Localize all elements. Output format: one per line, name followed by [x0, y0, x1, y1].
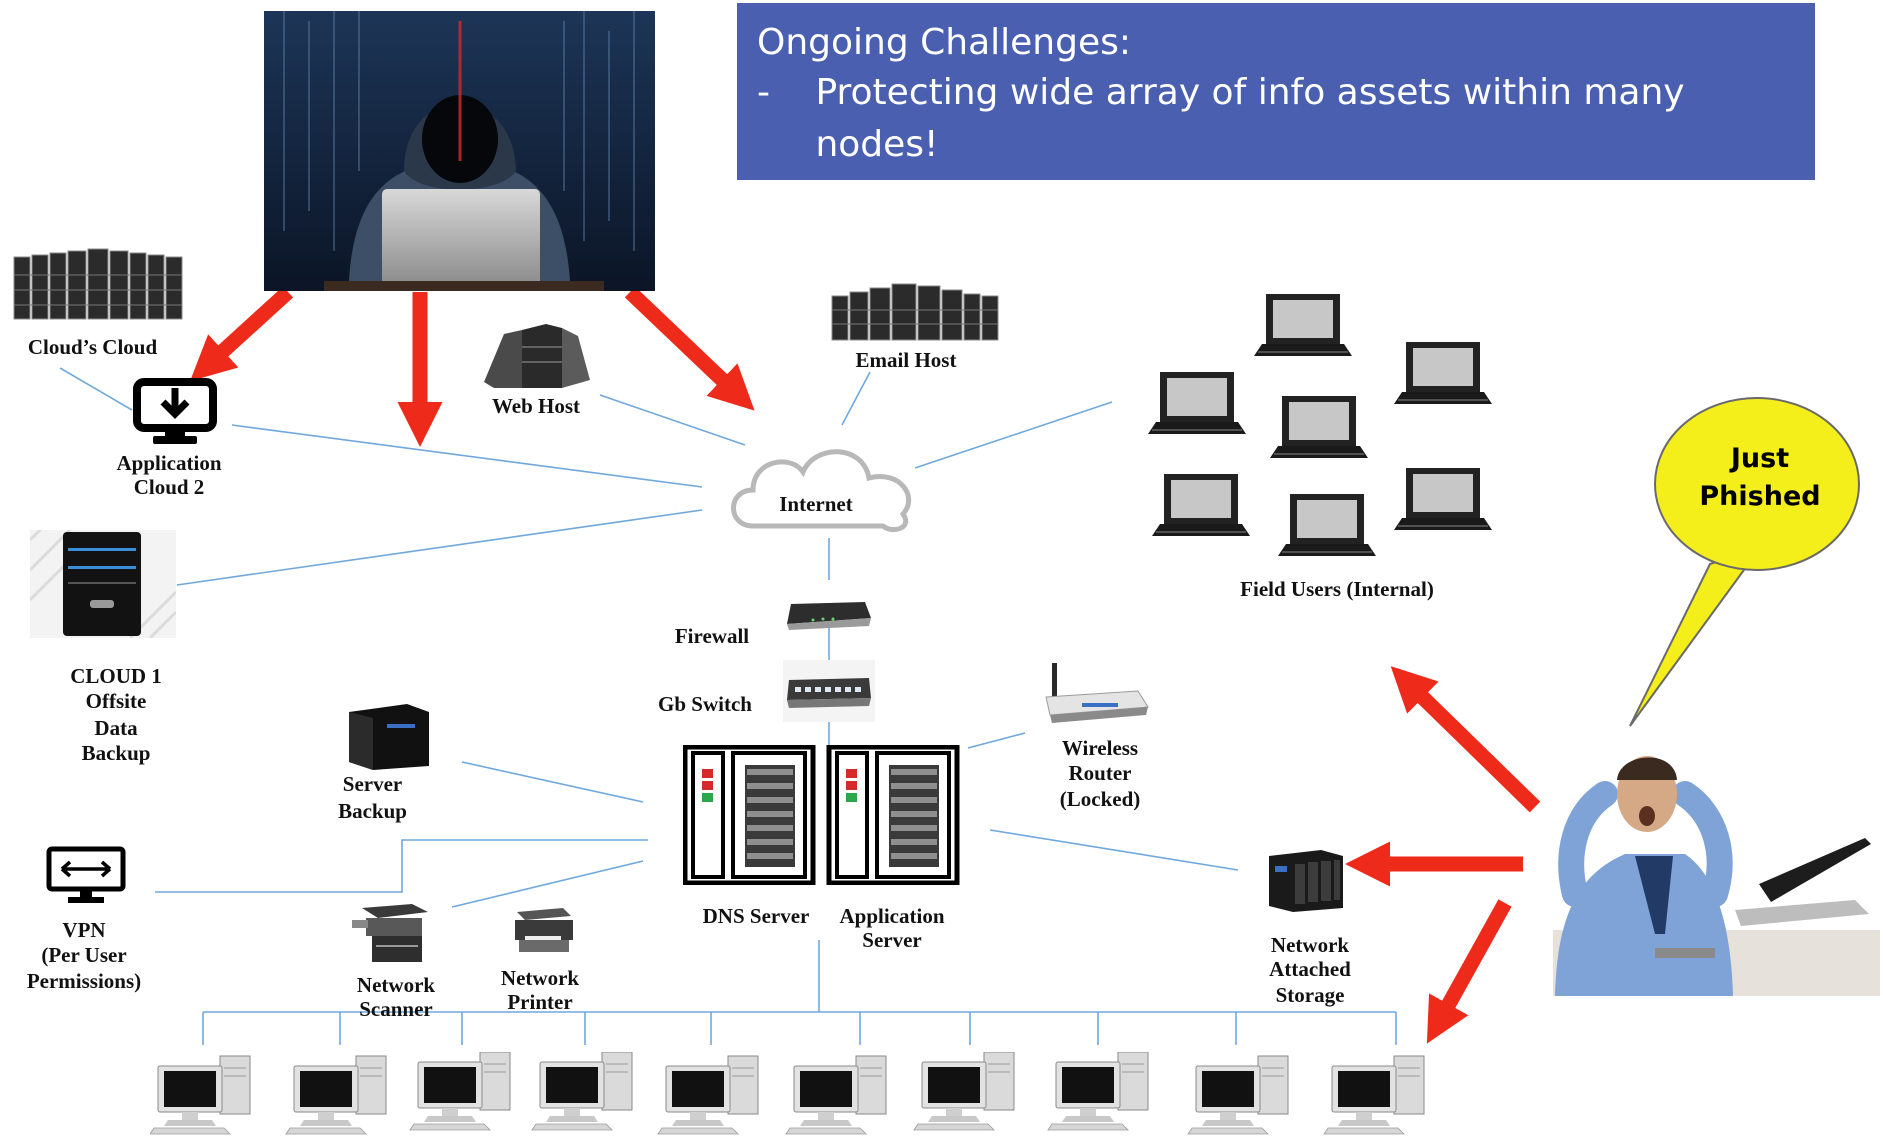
net-printer-label-1: Network: [500, 966, 580, 990]
bubble-line-2: Phished: [1699, 481, 1821, 512]
vpn-icon: [46, 846, 126, 903]
scanner-icon: [352, 904, 428, 962]
nas-label-2: Attached: [1269, 957, 1351, 981]
phished-employee-photo: [1553, 756, 1880, 996]
link-vpn: [155, 839, 648, 893]
attack-arrow-internet: [624, 286, 755, 411]
laptop-icon: [1151, 473, 1251, 537]
server-rack-icon: [13, 248, 183, 320]
nas-label-1: Network: [1270, 933, 1350, 957]
link-clouds-cloud: [59, 367, 133, 411]
desktop-computer-icon: [785, 1055, 887, 1135]
laptop-icon: [1253, 293, 1353, 357]
link-nas: [989, 829, 1239, 871]
internet-label: Internet: [779, 492, 853, 516]
gb-switch-label: Gb Switch: [658, 692, 752, 716]
desktop-computer-icon: [657, 1055, 759, 1135]
workstations-row: [150, 1052, 1425, 1135]
banner-item-text: Protecting wide array of info assets wit…: [815, 72, 1685, 165]
lan-drops: [202, 1012, 1397, 1045]
net-scanner-label-1: Network: [356, 973, 436, 997]
wireless-label-2: Router: [1068, 761, 1132, 785]
vpn-label-1: VPN: [62, 918, 106, 942]
desktop-computer-icon: [1323, 1055, 1425, 1135]
desktop-computer-icon: [913, 1052, 1015, 1131]
laptop-icon: [1393, 467, 1493, 531]
bubble-text: Just Phished: [1680, 440, 1840, 516]
net-scanner-label-2: Scanner: [359, 997, 433, 1021]
desktop-computer-icon: [285, 1055, 387, 1135]
link-scanner: [451, 860, 644, 908]
wireless-label-1: Wireless: [1061, 736, 1139, 760]
email-host-label: Email Host: [855, 348, 957, 372]
app-server-label-1: Application: [839, 904, 945, 928]
link-server-backup: [461, 761, 644, 803]
wireless-label-3: (Locked): [1059, 787, 1141, 811]
link-cloud1: [176, 509, 703, 586]
server-rack-icon: [484, 324, 590, 388]
cloud1-label-1: CLOUD 1: [70, 664, 162, 688]
nas-label-3: Storage: [1275, 983, 1345, 1007]
link-router: [967, 732, 1026, 749]
app-cloud2-label-2: Cloud 2: [133, 475, 205, 499]
field-users-laptops: [1147, 293, 1493, 557]
server-rack-icon: [831, 283, 999, 341]
desktop-computer-icon: [150, 1055, 251, 1135]
link-app-cloud2: [231, 424, 703, 488]
desktop-computer-icon: [1187, 1055, 1289, 1135]
printer-icon: [515, 908, 573, 952]
link-web-host: [599, 394, 746, 446]
server-backup-label-1: Server: [342, 772, 403, 796]
clouds-cloud-label: Cloud’s Cloud: [27, 335, 158, 359]
laptop-icon: [1393, 341, 1493, 405]
app-server-icon: [829, 747, 957, 883]
bullet: -: [757, 176, 770, 217]
app-server-label-2: Server: [862, 928, 922, 952]
net-printer-label-2: Printer: [507, 990, 573, 1014]
phish-arrow-field-users: [1390, 666, 1541, 813]
speech-bubble: [1629, 397, 1860, 727]
firewall-icon: [787, 602, 871, 630]
dns-server-label: DNS Server: [702, 904, 810, 928]
firewall-label: Firewall: [674, 624, 750, 648]
link-field-users: [914, 401, 1113, 469]
nas-icon: [1269, 850, 1343, 912]
banner-item: - Employees duped by Phishing!: [757, 171, 1793, 223]
cloud1-label-2: Offsite: [85, 689, 147, 713]
server-backup-label-2: Backup: [338, 799, 407, 823]
bubble-line-1: Just: [1730, 443, 1790, 474]
switch-icon: [783, 660, 875, 722]
monitor-download-icon: [133, 378, 217, 444]
field-users-label: Field Users (Internal): [1240, 577, 1434, 601]
cloud1-label-3: Data: [94, 716, 138, 740]
laptop-icon: [1277, 493, 1377, 557]
link-email-host: [841, 371, 871, 426]
desktop-computer-icon: [409, 1052, 511, 1131]
vpn-label-3: Permissions): [26, 969, 142, 993]
vpn-label-2: (Per User: [41, 943, 127, 967]
banner-title: Ongoing Challenges:: [757, 22, 1132, 63]
desktop-computer-icon: [531, 1052, 633, 1131]
router-icon: [1045, 663, 1149, 723]
server-tower-icon: [30, 530, 176, 638]
cloud-icon: [731, 449, 911, 532]
dns-and-app-servers: [683, 745, 963, 885]
laptop-icon: [1147, 371, 1247, 435]
desktop-computer-icon: [1047, 1052, 1149, 1131]
web-host-label: Web Host: [491, 394, 581, 418]
attack-arrow-cloud2: [190, 286, 294, 382]
banner-item: - Protecting wide array of info assets w…: [757, 67, 1793, 171]
phish-arrow-workstations: [1426, 899, 1512, 1044]
challenges-banner: Ongoing Challenges: - Protecting wide ar…: [737, 3, 1815, 217]
banner-item-text: Employees duped by Phishing!: [817, 176, 1373, 217]
app-cloud2-label-1: Application: [116, 451, 222, 475]
bullet: -: [757, 72, 770, 113]
cloud1-label-4: Backup: [81, 741, 151, 765]
dns-server-icon: [685, 747, 813, 883]
laptop-icon: [1269, 395, 1369, 459]
hacker-photo: [264, 11, 655, 291]
server-backup-icon: [349, 704, 429, 770]
